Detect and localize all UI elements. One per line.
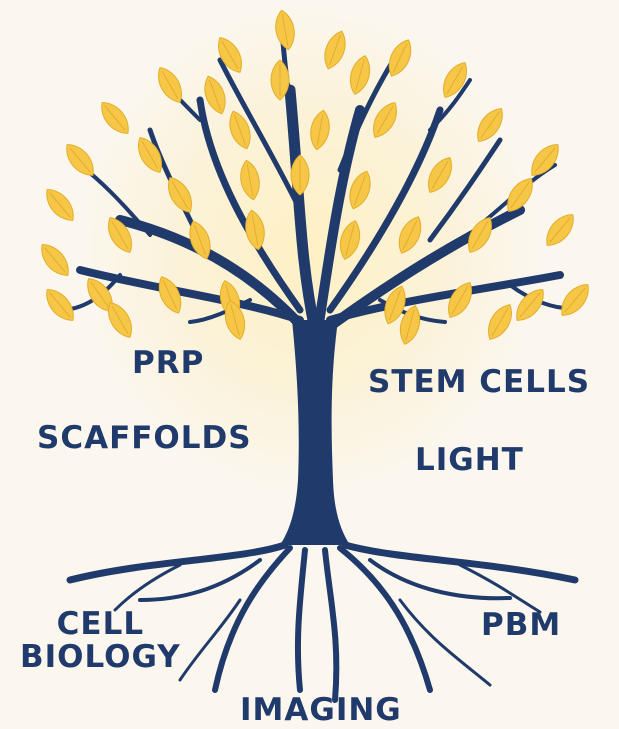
- root: [298, 550, 305, 690]
- root: [345, 545, 575, 580]
- label-pbm: PBM: [481, 610, 561, 641]
- branch: [330, 110, 440, 310]
- label-prp: PRP: [132, 348, 204, 379]
- leaf: [320, 28, 351, 72]
- leaf: [40, 284, 80, 326]
- leaf: [540, 209, 580, 251]
- leaf: [95, 97, 135, 139]
- leaf: [345, 168, 376, 212]
- tree-trunk: [280, 320, 350, 545]
- label-scaffolds: SCAFFOLDS: [37, 423, 252, 454]
- leaf: [393, 213, 426, 257]
- leaf: [471, 103, 509, 146]
- tree-branches: [60, 30, 575, 330]
- leaf: [437, 58, 473, 102]
- leaf: [243, 209, 268, 252]
- leaf: [336, 218, 364, 261]
- label-imaging: IMAGING: [240, 695, 402, 726]
- leaf: [273, 9, 298, 52]
- leaf: [162, 173, 198, 217]
- label-cell-biology-line1: CELL: [20, 608, 181, 641]
- label-cell-biology: CELL BIOLOGY: [20, 608, 181, 675]
- root: [70, 545, 285, 580]
- leaf: [212, 33, 248, 77]
- leaf: [367, 98, 403, 142]
- leaf: [238, 159, 263, 202]
- label-cell-biology-line2: BIOLOGY: [20, 641, 181, 674]
- label-light: LIGHT: [415, 445, 524, 476]
- leaf: [422, 153, 458, 197]
- leaf: [308, 109, 333, 152]
- leaf: [132, 133, 168, 177]
- tree-leaves: [35, 9, 595, 347]
- leaf: [40, 184, 80, 226]
- root: [325, 550, 336, 700]
- leaf: [555, 279, 595, 321]
- label-stem-cells: STEM CELLS: [368, 367, 590, 398]
- leaf: [442, 278, 478, 322]
- leaf: [346, 53, 374, 96]
- leaf: [482, 300, 518, 344]
- leaf: [35, 239, 75, 281]
- leaf: [525, 139, 565, 181]
